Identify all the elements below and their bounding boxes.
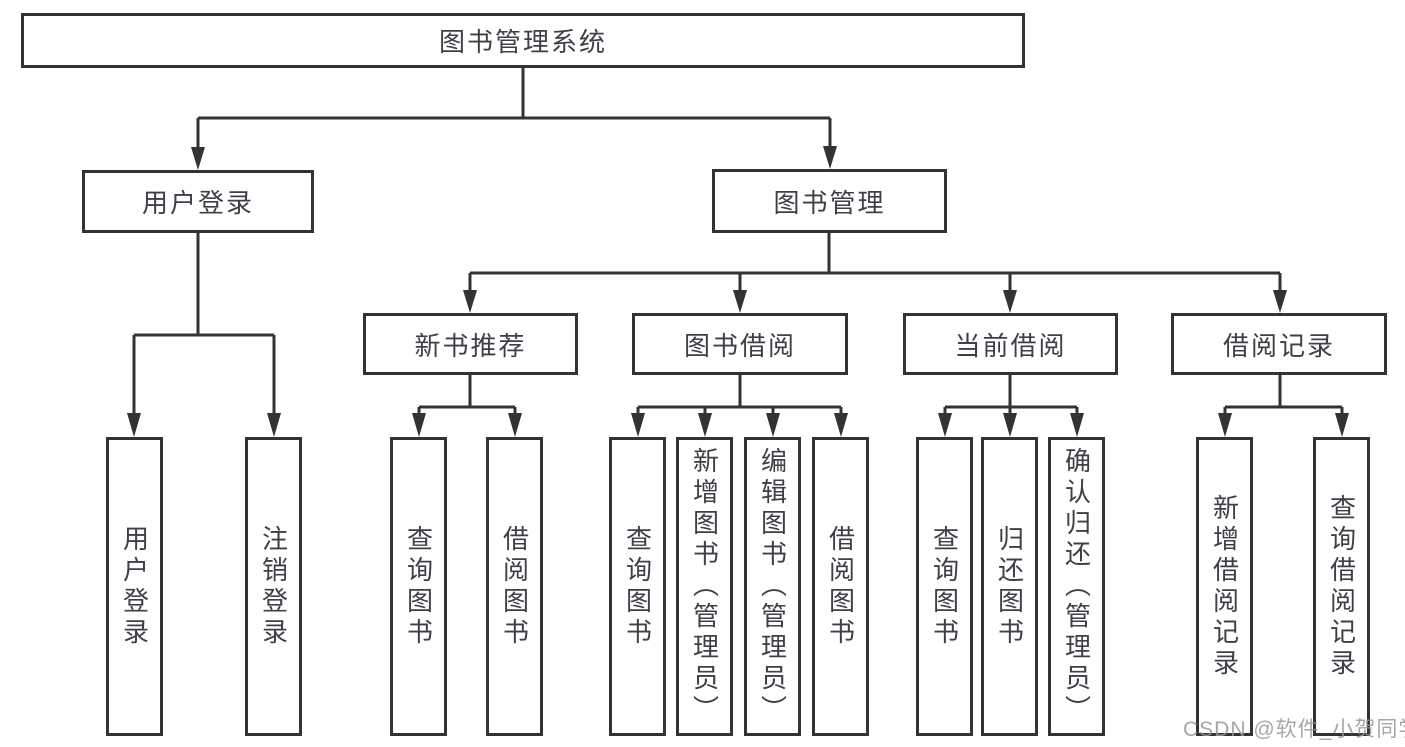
leaf-query-borrow-record: 查询借阅记录	[1313, 437, 1370, 736]
leaf-return-book: 归还图书	[981, 437, 1038, 736]
node-book-management: 图书管理	[712, 169, 947, 233]
node-book-borrowing: 图书借阅	[632, 313, 848, 375]
node-library-management-system: 图书管理系统	[21, 13, 1025, 68]
leaf-add-book-admin: 新增图书（管理员）	[676, 437, 733, 736]
leaf-borrow-books-recommend: 借阅图书	[486, 437, 543, 736]
node-current-borrowing: 当前借阅	[903, 313, 1118, 375]
leaf-edit-book-admin: 编辑图书（管理员）	[744, 437, 801, 736]
node-user-login: 用户登录	[82, 170, 314, 233]
leaf-add-borrow-record: 新增借阅记录	[1196, 437, 1253, 736]
leaf-query-books-current: 查询图书	[916, 437, 973, 736]
node-borrowing-records: 借阅记录	[1171, 313, 1387, 375]
leaf-query-books-recommend: 查询图书	[390, 437, 447, 736]
leaf-user-login: 用户登录	[106, 437, 163, 736]
leaf-query-books-borrow: 查询图书	[609, 437, 666, 736]
leaf-borrow-books-borrow: 借阅图书	[812, 437, 869, 736]
node-new-book-recommendation: 新书推荐	[363, 313, 578, 375]
watermark: CSDN @软件_小贺同学	[1183, 718, 1405, 741]
leaf-confirm-return-admin: 确认归还（管理员）	[1048, 437, 1105, 736]
leaf-logout: 注销登录	[245, 437, 302, 736]
